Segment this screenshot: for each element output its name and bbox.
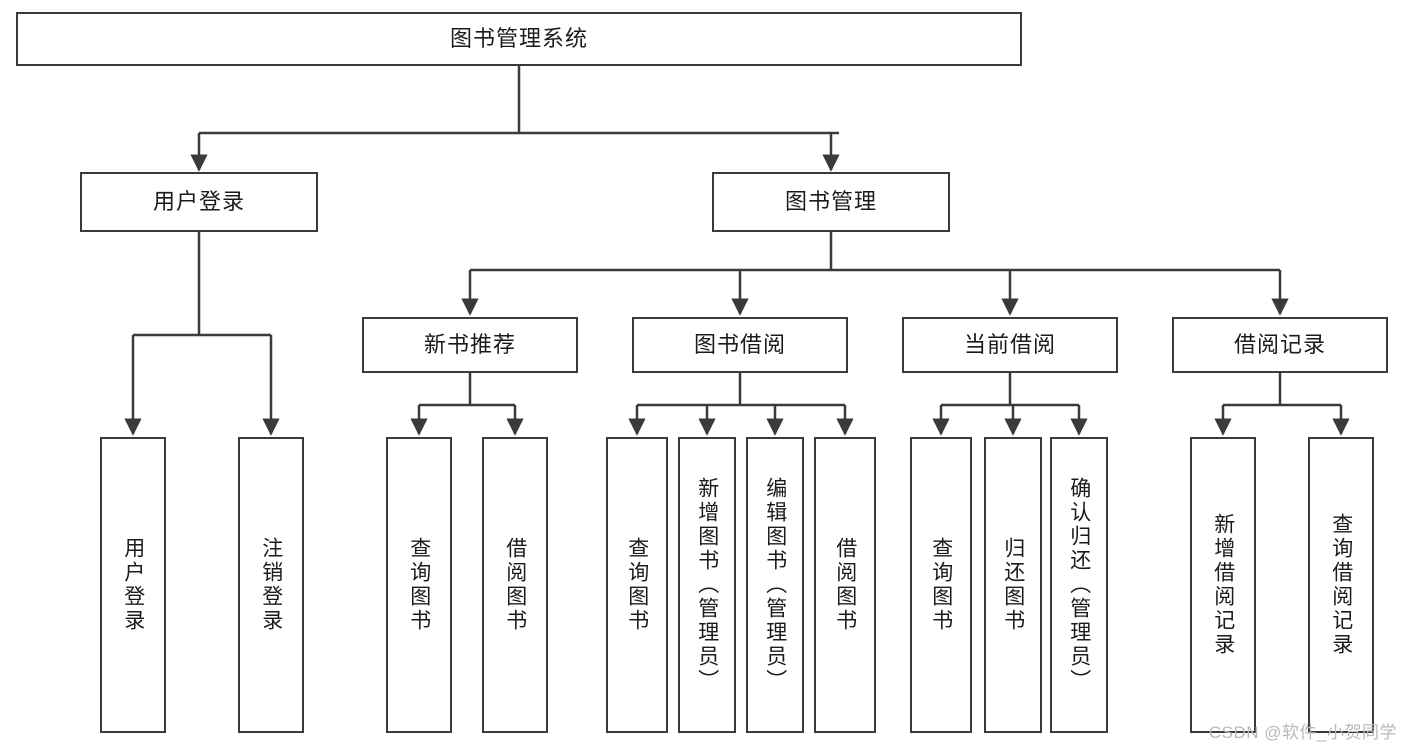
node-leaf-confirm-return-label: 确认归还（管理员）: [1067, 477, 1091, 693]
node-leaf-edit-book[interactable]: 编辑图书（管理员）: [746, 437, 804, 733]
node-leaf-borrow-book-newbook-label: 借阅图书: [503, 537, 527, 633]
node-leaf-query-book-newbook[interactable]: 查询图书: [386, 437, 452, 733]
node-leaf-user-login[interactable]: 用户登录: [100, 437, 166, 733]
node-leaf-return-book[interactable]: 归还图书: [984, 437, 1042, 733]
node-book-management[interactable]: 图书管理: [712, 172, 950, 232]
node-current-borrow[interactable]: 当前借阅: [902, 317, 1118, 373]
node-leaf-borrow-book-borrow-label: 借阅图书: [833, 537, 857, 633]
node-user-login[interactable]: 用户登录: [80, 172, 318, 232]
node-leaf-logout[interactable]: 注销登录: [238, 437, 304, 733]
node-leaf-return-book-label: 归还图书: [1001, 537, 1025, 633]
node-leaf-add-record-label: 新增借阅记录: [1211, 513, 1235, 657]
node-leaf-add-book[interactable]: 新增图书（管理员）: [678, 437, 736, 733]
node-leaf-query-book-newbook-label: 查询图书: [407, 537, 431, 633]
node-leaf-user-login-label: 用户登录: [121, 537, 145, 633]
node-book-management-label: 图书管理: [784, 188, 877, 214]
node-leaf-edit-book-label: 编辑图书（管理员）: [763, 477, 787, 693]
node-leaf-add-book-label: 新增图书（管理员）: [695, 477, 719, 693]
node-leaf-add-record[interactable]: 新增借阅记录: [1190, 437, 1256, 733]
node-leaf-query-record[interactable]: 查询借阅记录: [1308, 437, 1374, 733]
node-user-login-label: 用户登录: [152, 188, 245, 214]
node-leaf-logout-label: 注销登录: [259, 537, 283, 633]
watermark-text: CSDN @软件_小贺同学: [1208, 723, 1397, 742]
node-new-book-recommend-label: 新书推荐: [423, 331, 516, 357]
node-borrow-record-label: 借阅记录: [1233, 331, 1326, 357]
node-root[interactable]: 图书管理系统: [16, 12, 1022, 66]
node-new-book-recommend[interactable]: 新书推荐: [362, 317, 578, 373]
node-leaf-query-book-borrow[interactable]: 查询图书: [606, 437, 668, 733]
node-current-borrow-label: 当前借阅: [963, 331, 1056, 357]
node-leaf-borrow-book-borrow[interactable]: 借阅图书: [814, 437, 876, 733]
node-leaf-query-book-borrow-label: 查询图书: [625, 537, 649, 633]
node-book-borrow[interactable]: 图书借阅: [632, 317, 848, 373]
node-leaf-query-book-current[interactable]: 查询图书: [910, 437, 972, 733]
node-leaf-borrow-book-newbook[interactable]: 借阅图书: [482, 437, 548, 733]
node-root-label: 图书管理系统: [449, 25, 588, 51]
node-borrow-record[interactable]: 借阅记录: [1172, 317, 1388, 373]
node-leaf-query-record-label: 查询借阅记录: [1329, 513, 1353, 657]
node-book-borrow-label: 图书借阅: [693, 331, 786, 357]
node-leaf-confirm-return[interactable]: 确认归还（管理员）: [1050, 437, 1108, 733]
node-leaf-query-book-current-label: 查询图书: [929, 537, 953, 633]
